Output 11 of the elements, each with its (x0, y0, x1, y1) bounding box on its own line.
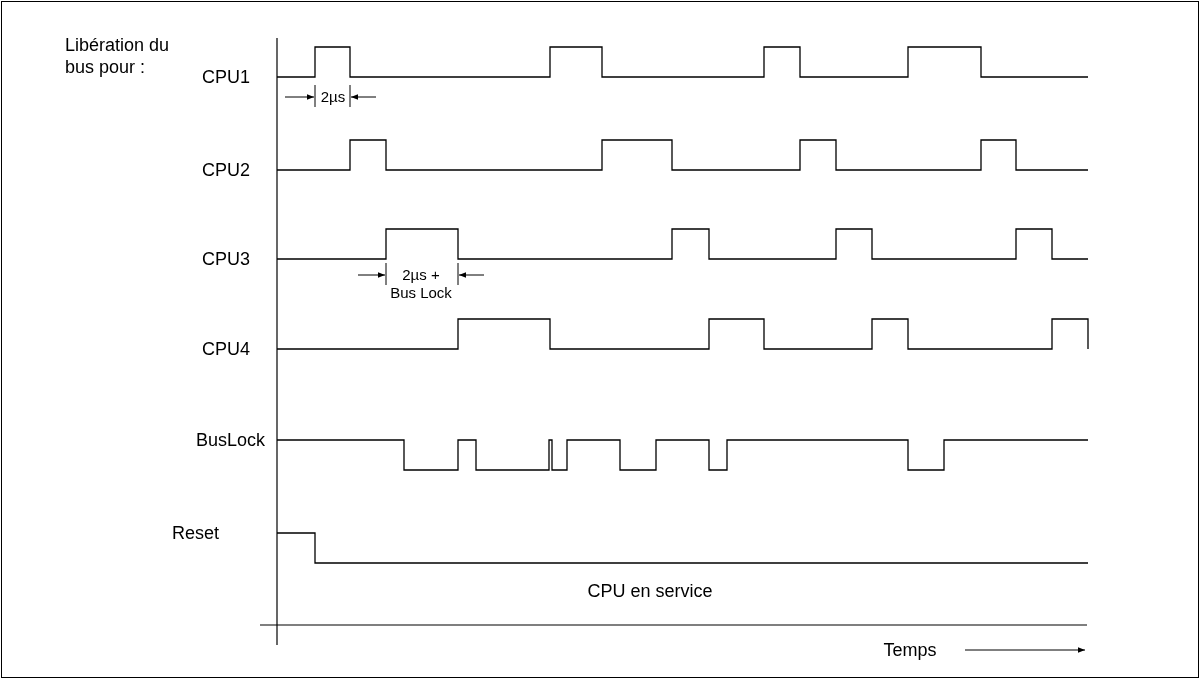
signal-label: CPU1 (201, 66, 250, 88)
status-label: CPU en service (586, 580, 714, 602)
duration-label: 2µs (319, 88, 347, 106)
duration-label: 2µs + Bus Lock (389, 266, 453, 302)
axis-title: Temps (882, 639, 938, 661)
signal-label: BusLock (196, 429, 267, 451)
signal-label: Reset (172, 522, 221, 544)
signal-label: CPU2 (201, 159, 250, 181)
signal-label: CPU3 (201, 248, 250, 270)
axis-caption: Libération du bus pour : (65, 34, 171, 78)
signal-label: CPU4 (201, 338, 250, 360)
